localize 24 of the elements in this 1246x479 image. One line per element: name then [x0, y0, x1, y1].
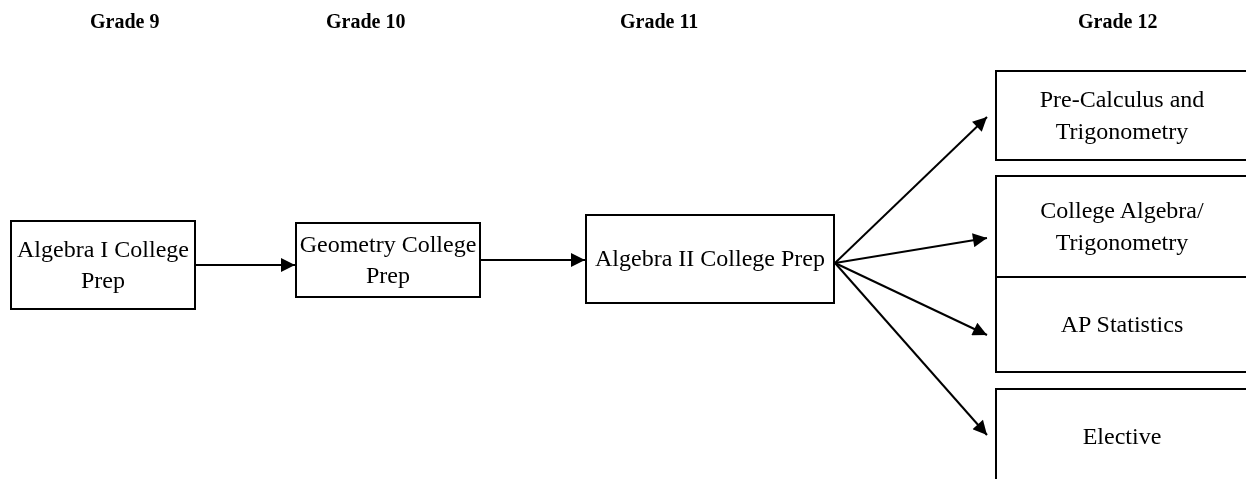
grade-heading: Grade 9 — [90, 10, 160, 33]
course-box — [995, 175, 1246, 278]
course-box — [10, 220, 196, 310]
arrow — [480, 253, 586, 267]
arrow — [195, 258, 296, 272]
arrow — [834, 116, 988, 264]
course-name: Elective — [1082, 421, 1162, 451]
course-name: Pre-Calculus and Trigonometry — [1038, 85, 1206, 146]
course-box — [295, 222, 481, 298]
course-name: Algebra I College Prep — [16, 234, 190, 295]
course-box — [995, 276, 1246, 373]
course-name: Algebra II College Prep — [595, 244, 825, 274]
course-box — [995, 70, 1246, 161]
course-name: College Algebra/ Trigonometry — [1039, 196, 1205, 257]
grade-heading: Grade 12 — [1078, 10, 1158, 33]
arrow — [834, 262, 988, 436]
grade-heading: Grade 10 — [326, 10, 406, 33]
course-box — [995, 388, 1246, 479]
course-box — [585, 214, 835, 304]
arrow — [834, 262, 988, 336]
grade-heading: Grade 11 — [620, 10, 699, 33]
course-name: AP Statistics — [1060, 309, 1184, 339]
course-name: Geometry College Prep — [298, 229, 478, 290]
arrow — [834, 233, 988, 264]
